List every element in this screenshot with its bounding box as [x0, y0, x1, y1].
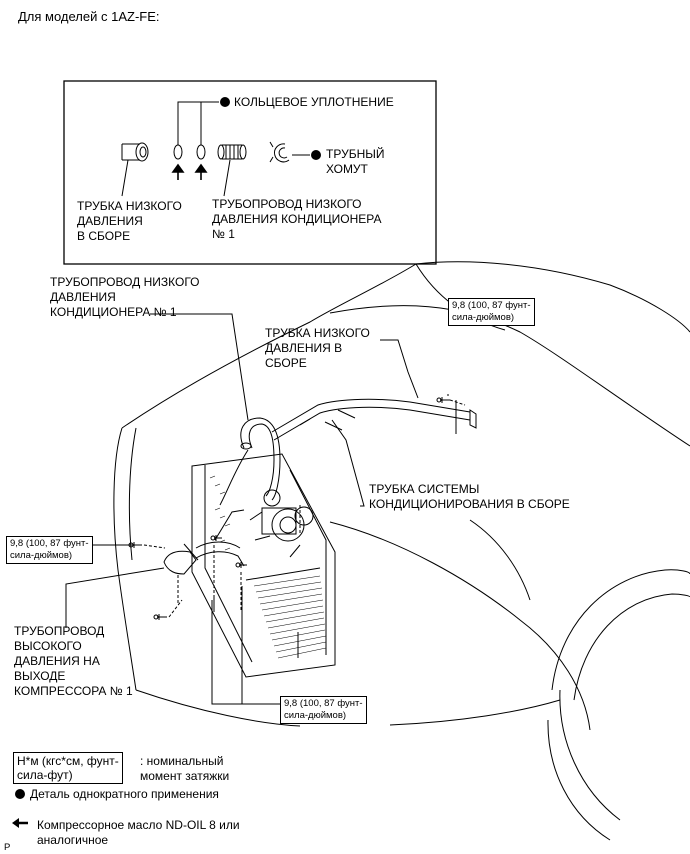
high-pipe-label: ТРУБОПРОВОД ВЫСОКОГО ДАВЛЕНИЯ НА ВЫХОДЕ … — [14, 624, 133, 698]
legend-single-use: Деталь однократного применения — [30, 787, 219, 801]
low-pressure-pipe-1 — [240, 417, 281, 501]
bolt-icon — [235, 562, 247, 568]
legend-torque-unit-box: Н*м (кгс*см, фунт- сила-фут) — [13, 752, 123, 784]
inset-low-pipe-label: ТРУБОПРОВОД НИЗКОГО ДАВЛЕНИЯ КОНДИЦИОНЕР… — [212, 197, 382, 241]
inset-low-tube-label: ТРУБКА НИЗКОГО ДАВЛЕНИЯ В СБОРЕ — [77, 199, 182, 243]
bolt-icon — [210, 535, 222, 541]
torque-spec-bottom: 9,8 (100, 87 фунт- сила-дюймов) — [280, 696, 367, 724]
bolt-icon — [436, 397, 450, 403]
car-hood-outline — [121, 261, 690, 429]
corner-code: P — [4, 842, 11, 853]
low-pressure-tube — [271, 398, 471, 441]
compressor — [249, 489, 314, 558]
inset-low-pipe-icon — [217, 144, 247, 160]
page-heading: Для моделей с 1AZ-FE: — [18, 9, 160, 24]
torque-spec-left: 9,8 (100, 87 фунт- сила-дюймов) — [6, 536, 93, 564]
inset-low-tube-icon — [121, 142, 149, 162]
low-tube-main-label: ТРУБКА НИЗКОГО ДАВЛЕНИЯ В СБОРЕ — [265, 326, 370, 370]
bolt-icon — [153, 614, 167, 620]
low-pipe-main-label: ТРУБОПРОВОД НИЗКОГО ДАВЛЕНИЯ КОНДИЦИОНЕР… — [50, 275, 200, 319]
inset-frame — [63, 80, 437, 265]
ac-tube-assy-label: ТРУБКА СИСТЕМЫ КОНДИЦИОНИРОВАНИЯ В СБОРЕ — [369, 482, 570, 511]
high-pressure-pipe — [195, 541, 245, 567]
torque-spec-top-right: 9,8 (100, 87 фунт- сила-дюймов) — [448, 298, 535, 326]
condenser — [191, 453, 336, 678]
legend-oil: Компрессорное масло ND-OIL 8 или аналоги… — [37, 818, 240, 847]
wheel-outline — [551, 569, 690, 691]
pipe-clamp-icon — [269, 141, 290, 163]
legend-torque-unit-desc: : номинальный момент затяжки — [140, 754, 230, 783]
o-ring-label: КОЛЬЦЕВОЕ УПЛОТНЕНИЕ — [234, 95, 394, 109]
pipe-clamp-label: ТРУБНЫЙ ХОМУТ — [326, 147, 385, 176]
